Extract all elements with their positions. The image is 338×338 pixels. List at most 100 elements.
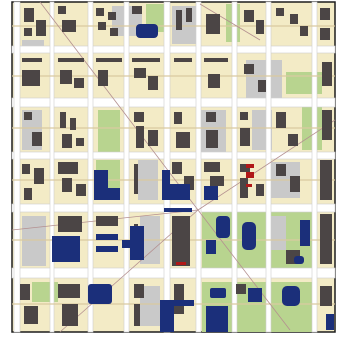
building [62, 178, 72, 192]
building [148, 130, 158, 146]
street-vertical [123, 1, 130, 333]
building [24, 112, 32, 120]
public-building [248, 288, 262, 302]
building [98, 22, 106, 30]
building [204, 162, 220, 172]
public-building [136, 24, 158, 38]
building [320, 160, 332, 200]
building [322, 110, 332, 140]
building [244, 10, 254, 22]
street-vertical [49, 1, 55, 333]
street-vertical [13, 1, 21, 333]
building [176, 132, 190, 148]
building [110, 28, 118, 36]
building [24, 188, 32, 200]
public-building [242, 222, 256, 250]
building [58, 162, 78, 174]
highlight-buildings-layer [176, 164, 254, 265]
building [24, 306, 38, 324]
street-vertical [265, 1, 272, 333]
building [36, 20, 46, 36]
public-building [216, 216, 230, 238]
building [174, 284, 184, 314]
street-horizontal [11, 151, 336, 160]
building [276, 112, 286, 128]
diagonal-boundary [39, 1, 199, 211]
building [244, 64, 254, 74]
paved-area [270, 216, 286, 250]
building [60, 112, 66, 128]
building [320, 286, 332, 306]
building [240, 112, 248, 120]
diagonal-boundary [199, 3, 261, 41]
street-vertical [195, 1, 202, 333]
building [240, 128, 250, 146]
building [322, 62, 332, 86]
building [208, 74, 220, 88]
building [132, 58, 160, 62]
building [174, 112, 182, 124]
building [258, 80, 266, 92]
public-building [96, 246, 118, 252]
building [290, 176, 300, 192]
building [136, 126, 144, 148]
building [134, 164, 138, 194]
public-building [210, 288, 226, 298]
building [74, 78, 84, 88]
street-horizontal [11, 267, 336, 279]
public-building [88, 284, 112, 304]
public-building [122, 240, 142, 248]
building [134, 284, 144, 298]
building [172, 216, 190, 266]
street-horizontal [11, 97, 336, 108]
building [96, 58, 122, 62]
building [60, 70, 72, 84]
building [240, 164, 250, 172]
building [96, 8, 104, 16]
street-vertical [311, 1, 318, 333]
building [290, 14, 298, 24]
highlight-building [246, 184, 252, 187]
public-building [98, 188, 120, 200]
paved-area [22, 216, 46, 266]
building [204, 58, 228, 62]
building [58, 284, 80, 298]
building [58, 6, 66, 14]
building [256, 20, 264, 34]
public-building [206, 240, 216, 254]
building [96, 216, 118, 226]
buildings-layer [20, 6, 332, 326]
public-building [164, 208, 192, 212]
building [134, 304, 140, 326]
building [320, 8, 330, 20]
building [186, 8, 192, 22]
public-building [204, 186, 218, 200]
public-building [162, 170, 170, 190]
building [288, 134, 298, 146]
building [256, 184, 264, 196]
diagonal-boundary [197, 119, 336, 211]
building [184, 176, 194, 190]
building [206, 130, 218, 148]
public-building [326, 314, 334, 330]
building [206, 14, 220, 34]
building [22, 70, 40, 86]
highlight-building [246, 172, 254, 178]
building [62, 134, 72, 148]
street-vertical [87, 1, 94, 333]
building [240, 178, 248, 198]
highlight-building [176, 262, 186, 265]
building [236, 284, 246, 294]
public-building [282, 286, 300, 306]
building [76, 184, 86, 196]
paved-area [140, 286, 160, 326]
building [22, 58, 42, 62]
building [148, 76, 158, 90]
building [320, 214, 332, 264]
building [132, 6, 142, 14]
public-building [160, 300, 174, 332]
building [20, 284, 30, 300]
building [58, 58, 84, 62]
